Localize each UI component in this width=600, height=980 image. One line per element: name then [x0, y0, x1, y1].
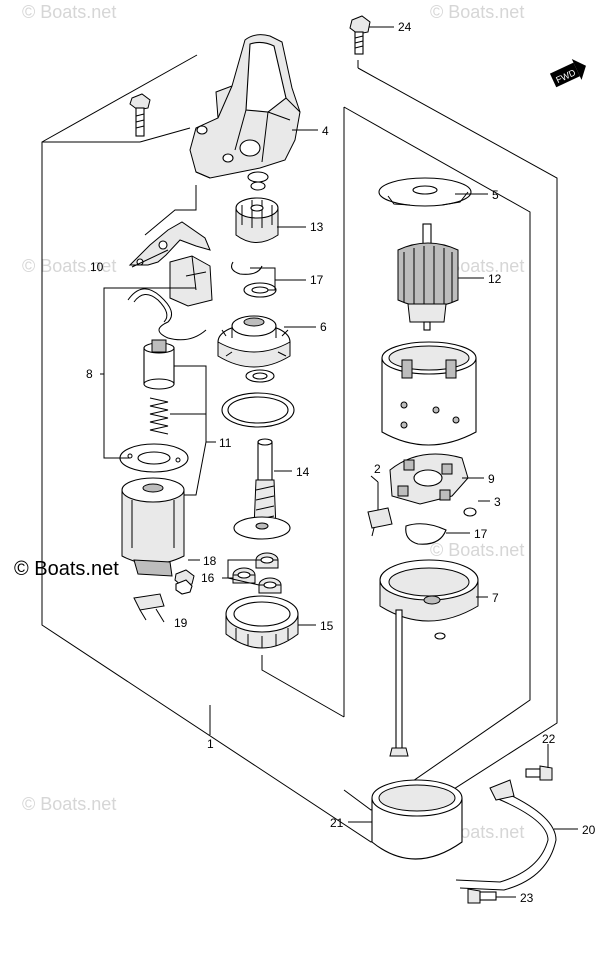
armature-12	[397, 223, 459, 331]
watermark-text: © Boats.net	[22, 794, 116, 814]
callout-11: 11	[219, 436, 232, 450]
callout-1: 1	[207, 737, 214, 751]
callout-21: 21	[330, 816, 344, 830]
watermark-text: © Boats.net	[22, 256, 116, 276]
callout-7: 7	[492, 591, 499, 605]
end-cover-7	[379, 559, 479, 640]
callout-22: 22	[542, 732, 556, 746]
through-bolt	[389, 609, 409, 757]
callout-14: 14	[296, 465, 310, 479]
clip-washer-17-upper	[231, 261, 277, 298]
watermark-text: © Boats.net	[430, 2, 524, 22]
callout-labels: 24 4 5 13 10 12 17 6 8 11 14 2 9 3 17 18…	[86, 20, 596, 905]
watermark-text: © Boats.net	[22, 2, 116, 22]
callout-3: 3	[494, 495, 501, 509]
callout-18: 18	[203, 554, 217, 568]
spring	[149, 397, 169, 435]
ring-gear-15	[225, 595, 299, 649]
shift-lever-10	[128, 221, 211, 266]
bracket-6	[217, 315, 291, 368]
pinion-13	[235, 171, 279, 243]
washer-lower	[245, 369, 275, 383]
bolt-cover	[129, 93, 151, 137]
watermark-main: © Boats.net	[14, 558, 119, 580]
drive-housing-4	[189, 34, 301, 179]
gasket-ring	[221, 392, 295, 428]
callout-13: 13	[310, 220, 324, 234]
callout-5: 5	[492, 188, 499, 202]
planet-gears-16	[232, 552, 282, 594]
band-21	[371, 779, 463, 860]
callout-24: 24	[398, 20, 412, 34]
callout-10: 10	[90, 260, 104, 274]
callout-12: 12	[488, 272, 502, 286]
bolt-22	[525, 765, 553, 781]
nut-18	[174, 569, 195, 595]
lead-wire-2	[367, 482, 393, 537]
callout-15: 15	[320, 619, 334, 633]
watermark-text: © Boats.net	[430, 540, 524, 560]
callout-4: 4	[322, 124, 329, 138]
callout-9: 9	[488, 472, 495, 486]
bolt-23	[467, 888, 497, 904]
clip-17-lower	[405, 523, 447, 545]
yoke	[381, 341, 477, 446]
bolt-24	[349, 15, 371, 55]
callout-8: 8	[86, 367, 93, 381]
plunger-11	[143, 339, 175, 390]
cap-3	[463, 507, 477, 517]
terminal-cap-19	[133, 593, 165, 621]
callout-23: 23	[520, 891, 534, 905]
callout-17-upper: 17	[310, 273, 324, 287]
gasket-plate	[119, 443, 189, 473]
leader-lines	[100, 26, 578, 898]
shaft-14	[233, 438, 291, 540]
fwd-direction-badge: FWD	[549, 59, 586, 88]
callout-17-lower: 17	[474, 527, 488, 541]
assembly-outline	[41, 54, 558, 843]
solenoid-body	[121, 477, 185, 577]
callout-2: 2	[374, 462, 381, 476]
callout-6: 6	[320, 320, 327, 334]
callout-20: 20	[582, 823, 596, 837]
end-plate-5	[378, 177, 472, 207]
callout-19: 19	[174, 616, 188, 630]
callout-16: 16	[201, 571, 215, 585]
strap-20	[455, 779, 557, 891]
solenoid-cover-8	[127, 255, 213, 341]
brush-holder-9	[389, 453, 469, 505]
